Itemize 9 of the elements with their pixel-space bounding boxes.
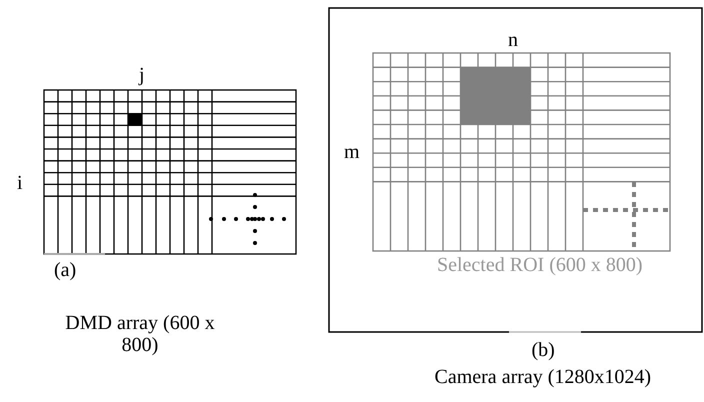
array-caption: Camera array (1280x1024)	[434, 366, 652, 388]
axis-letter: j	[139, 64, 145, 86]
panel-label: (b)	[532, 339, 555, 361]
panel-label: (a)	[54, 259, 76, 281]
axis-letter: n	[508, 29, 518, 51]
axis-letter: m	[344, 141, 360, 163]
axis-letter: i	[17, 172, 23, 194]
roi-caption: Selected ROI (600 x 800)	[437, 254, 643, 276]
array-caption: DMD array (600 x 800)	[65, 312, 215, 356]
